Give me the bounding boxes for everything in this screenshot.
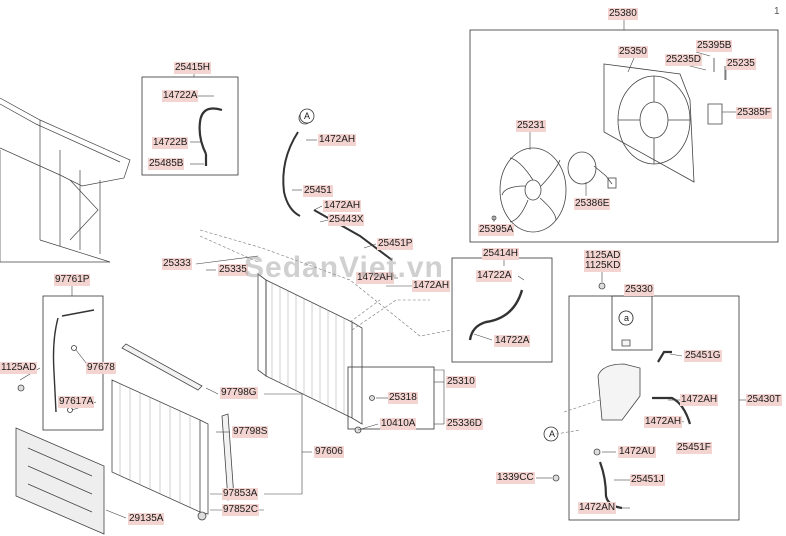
page-number: 1	[774, 6, 780, 17]
label-25318: 25318	[388, 392, 418, 404]
label-97798g: 97798G	[220, 387, 258, 399]
reservoir-drawing	[597, 310, 641, 421]
hose-25415h-drawing	[198, 107, 223, 166]
routing-lines	[199, 229, 601, 435]
label-1125ad-right: 1125AD	[584, 250, 622, 262]
label-25386e: 25386E	[574, 198, 611, 210]
label-25451f: 25451F	[676, 442, 712, 454]
label-97761p: 97761P	[54, 274, 91, 286]
label-29135a: 29135A	[128, 513, 165, 525]
fan-blade-drawing	[499, 147, 567, 233]
label-25385f: 25385F	[736, 107, 772, 119]
label-1339cc: 1339CC	[496, 472, 535, 484]
label-25330: 25330	[624, 284, 654, 296]
hose-box-25415h	[141, 76, 239, 176]
label-1472ah-3: 1472AH	[356, 272, 395, 284]
radiator-drawing	[257, 273, 363, 425]
label-25451: 25451	[303, 185, 333, 197]
label-25451g: 25451G	[684, 350, 722, 362]
label-25395b: 25395B	[696, 40, 733, 52]
label-25415h: 25415H	[174, 62, 212, 74]
fan-shroud-drawing	[603, 58, 726, 183]
label-25350: 25350	[618, 46, 648, 58]
label-97853a: 97853A	[222, 488, 259, 500]
label-1472ah-4: 1472AH	[412, 280, 451, 292]
label-97798s: 97798S	[232, 426, 269, 438]
label-25335: 25335	[218, 264, 248, 276]
watermark: SedanViet.vn	[244, 251, 444, 284]
label-1472ah-5: 1472AH	[680, 394, 719, 406]
label-25235: 25235	[726, 58, 756, 70]
label-14722a-low: 14722A	[494, 335, 531, 347]
label-14722a-mid: 14722A	[476, 270, 513, 282]
label-25231: 25231	[516, 120, 546, 132]
label-25451p: 25451P	[377, 238, 414, 250]
fan-motor-drawing	[567, 151, 617, 189]
label-25336d: 25336D	[446, 418, 484, 430]
label-25310: 25310	[446, 376, 476, 388]
seal-strips	[121, 343, 235, 501]
label-25430t: 25430T	[746, 394, 782, 406]
label-10410a: 10410A	[380, 418, 417, 430]
label-25451j: 25451J	[630, 474, 665, 486]
callout-a-top: A	[304, 111, 311, 121]
label-97606: 97606	[314, 446, 344, 458]
label-25485b: 25485B	[148, 158, 185, 170]
radiator-fins	[271, 283, 345, 415]
label-14722a-top: 14722A	[162, 90, 199, 102]
label-97852c: 97852C	[222, 504, 260, 516]
condenser-fins	[119, 384, 191, 507]
label-1472an: 1472AN	[578, 502, 617, 514]
label-97617a: 97617A	[58, 396, 95, 408]
label-1472ah-6: 1472AH	[644, 416, 683, 428]
reference-circles	[299, 108, 634, 442]
callout-a-small: a	[624, 313, 630, 323]
label-25443x: 25443X	[328, 214, 365, 226]
label-14722b: 14722B	[152, 137, 189, 149]
core-support-frame	[0, 97, 131, 263]
callout-a-mid: A	[549, 429, 556, 439]
label-1125ad-left: 1125AD	[0, 362, 38, 374]
label-25395a: 25395A	[478, 224, 515, 236]
label-1472au: 1472AU	[618, 446, 657, 458]
reservoir-box-25430t	[568, 295, 740, 521]
label-25380: 25380	[608, 8, 638, 20]
label-25414h: 25414H	[482, 248, 520, 260]
label-1472ah-1: 1472AH	[318, 134, 357, 146]
label-1125kd: 1125KD	[584, 260, 622, 272]
label-25333: 25333	[162, 258, 192, 270]
hose-25414h-drawing	[468, 289, 524, 341]
label-97678: 97678	[86, 362, 116, 374]
air-guard-drawing	[15, 427, 105, 535]
label-1472ah-2: 1472AH	[323, 200, 362, 212]
cap-box-25330	[611, 295, 653, 351]
label-25235d: 25235D	[665, 54, 703, 66]
